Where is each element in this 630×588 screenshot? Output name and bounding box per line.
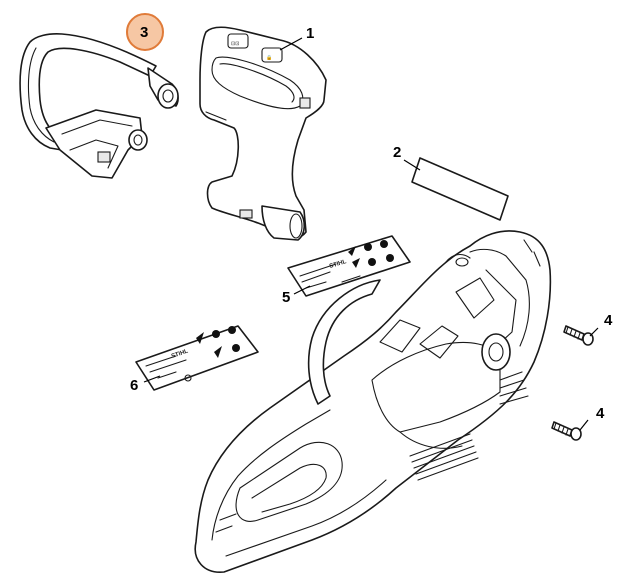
callout-2[interactable]: 2 <box>393 144 401 161</box>
rear-handle-part[interactable]: ⊡⊡ 🔒 <box>199 26 327 241</box>
callout-4-upper[interactable]: 4 <box>604 312 613 329</box>
callout-3-highlight <box>126 13 164 51</box>
warning-decal-large[interactable]: STIHL <box>287 235 411 297</box>
front-handle-part[interactable] <box>19 33 179 179</box>
callout-4-lower[interactable]: 4 <box>596 405 605 422</box>
decal-large-brand: STIHL <box>329 259 348 270</box>
housing-shell <box>194 230 552 573</box>
callout-6[interactable]: 6 <box>130 377 138 394</box>
callout-1[interactable]: 1 <box>306 25 314 42</box>
svg-text:⊡⊡: ⊡⊡ <box>231 41 239 47</box>
warning-decal-small[interactable]: STIHL <box>135 325 259 391</box>
callout-3[interactable]: 3 <box>140 24 148 41</box>
svg-text:🔒: 🔒 <box>266 54 272 61</box>
decal-small-brand: STIHL <box>171 348 190 359</box>
plate-part[interactable] <box>411 157 509 221</box>
callout-5[interactable]: 5 <box>282 289 290 306</box>
vent-slots <box>409 371 529 481</box>
screw-part-lower[interactable] <box>551 421 582 441</box>
screw-part-upper[interactable] <box>563 325 594 346</box>
